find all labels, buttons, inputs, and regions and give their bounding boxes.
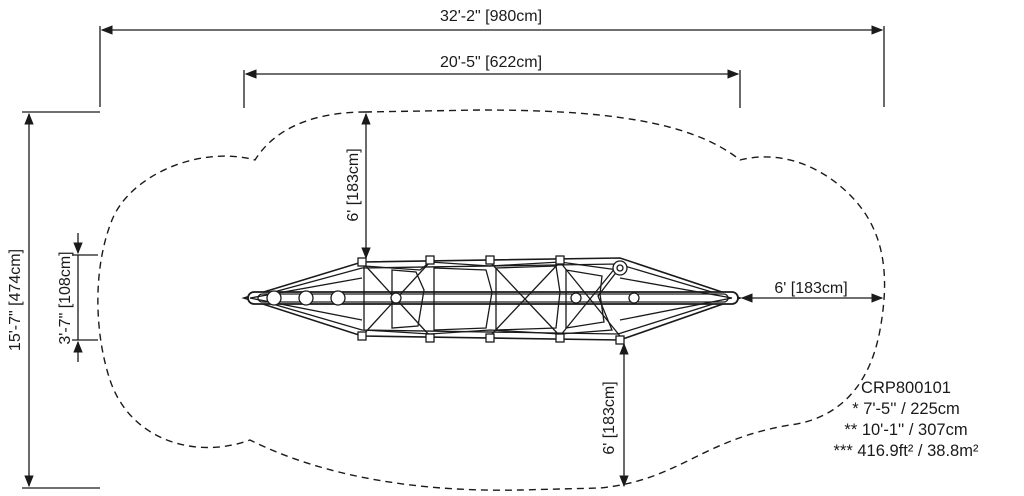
spec-line-3: *** 416.9ft² / 38.8m²: [833, 442, 979, 460]
overall-depth-dimension: [22, 111, 100, 489]
overall-width-label: 32'-2" [980cm]: [440, 8, 542, 25]
model-number: CRP800101: [861, 379, 951, 397]
equipment-depth-label: 3'-7" [108cm]: [57, 251, 74, 344]
spec-block: CRP800101 * 7'-5'' / 225cm ** 10'-1'' / …: [796, 378, 1016, 462]
equipment-width-label: 20'-5" [622cm]: [440, 54, 542, 71]
spec-line-1: * 7'-5'' / 225cm: [852, 400, 960, 418]
overall-depth-label: 15'-7" [474cm]: [7, 249, 24, 351]
play-structure: [241, 255, 743, 345]
overall-width-dimension: [99, 25, 885, 107]
spec-line-2: ** 10'-1'' / 307cm: [844, 421, 968, 439]
clearance-top-label: 6' [183cm]: [345, 148, 362, 221]
clearance-bottom-label: 6' [183cm]: [601, 381, 618, 454]
clearance-right-label: 6' [183cm]: [774, 280, 847, 297]
equipment-depth-dimension: [72, 233, 98, 362]
equipment-width-dimension: [243, 69, 741, 108]
